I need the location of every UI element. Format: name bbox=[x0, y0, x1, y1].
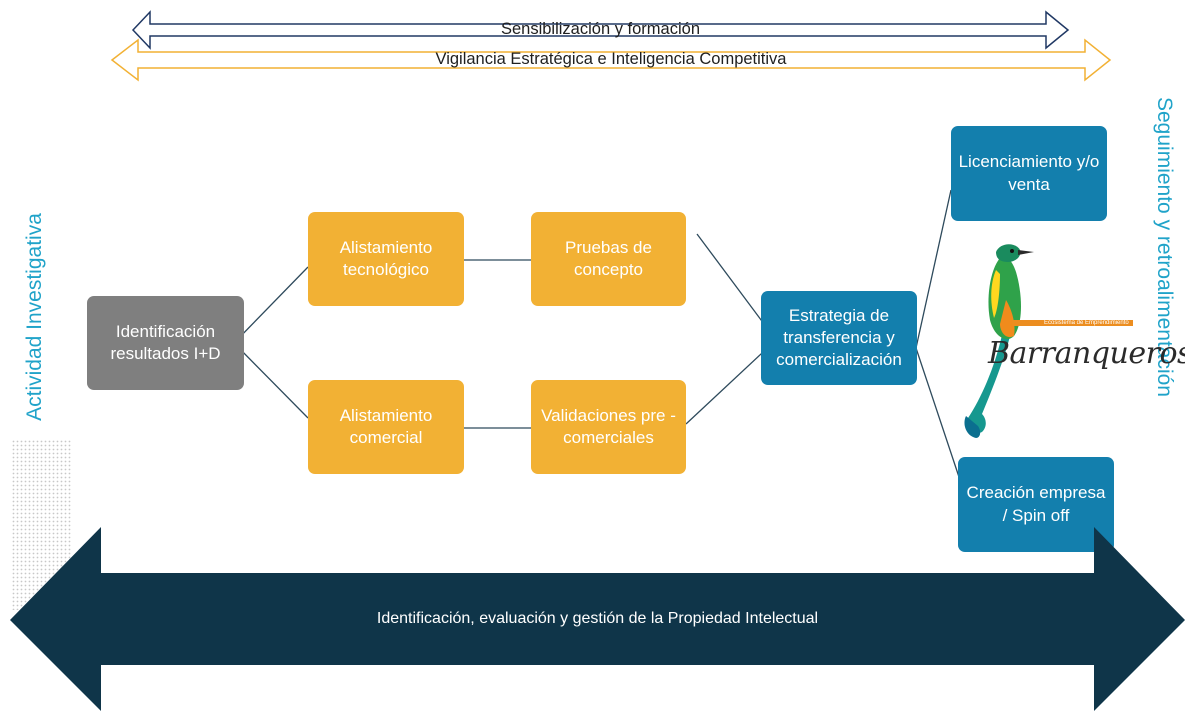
barranqueros-logo: Ecosistema de Emprendimiento Barranquero… bbox=[960, 240, 1185, 440]
node-pruebas-concepto: Pruebas de concepto bbox=[531, 212, 686, 306]
band-vigilancia-label: Vigilancia Estratégica e Inteligencia Co… bbox=[435, 50, 787, 68]
node-estrategia: Estrategia de transferencia y comerciali… bbox=[761, 291, 917, 385]
node-identificacion: Identificación resultados I+D bbox=[87, 296, 244, 390]
band-sensibilizacion-arrow bbox=[131, 10, 1070, 50]
node-alistamiento-tecnologico: Alistamiento tecnológico bbox=[308, 212, 464, 306]
band-vigilancia-arrow bbox=[110, 38, 1112, 82]
logo-tagline: Ecosistema de Emprendimiento bbox=[1040, 320, 1133, 326]
top-bands bbox=[110, 10, 1112, 82]
bird-icon bbox=[964, 244, 1132, 438]
node-validaciones: Validaciones pre - comerciales bbox=[531, 380, 686, 474]
node-alistamiento-comercial: Alistamiento comercial bbox=[308, 380, 464, 474]
side-label-actividad: Actividad Investigativa bbox=[23, 213, 46, 421]
logo-wordmark: Barranqueros bbox=[988, 336, 1185, 371]
propiedad-intelectual-label: Identificación, evaluación y gestión de … bbox=[376, 610, 819, 627]
node-licenciamiento: Licenciamiento y/o venta bbox=[951, 126, 1107, 221]
band-sensibilizacion-label: Sensibilización y formación bbox=[500, 20, 700, 38]
node-creacion-empresa: Creación empresa / Spin off bbox=[958, 457, 1114, 552]
